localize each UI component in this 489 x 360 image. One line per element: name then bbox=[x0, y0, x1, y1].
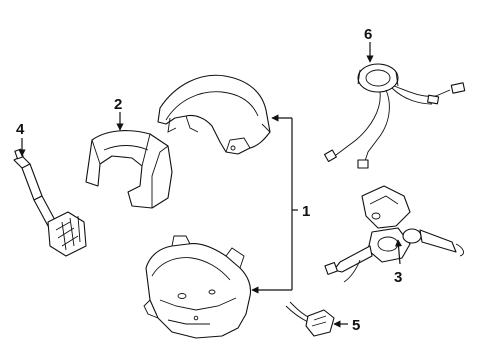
callout-1: 1 bbox=[302, 203, 310, 220]
callout-4: 4 bbox=[16, 121, 25, 138]
combination-switch bbox=[324, 185, 464, 283]
lower-column-cover bbox=[143, 235, 252, 339]
callout-2: 2 bbox=[114, 96, 122, 113]
upper-column-cover bbox=[157, 74, 271, 155]
column-pad bbox=[85, 130, 173, 209]
callout-6: 6 bbox=[364, 26, 372, 43]
small-connector bbox=[285, 301, 335, 337]
callout-leaders bbox=[18, 42, 403, 328]
callout-labels: 1 2 3 4 5 6 bbox=[16, 26, 402, 334]
clock-spring-assembly bbox=[323, 63, 466, 169]
callout-5: 5 bbox=[352, 317, 360, 334]
callout-3: 3 bbox=[394, 269, 402, 286]
connector-assembly bbox=[13, 148, 87, 257]
